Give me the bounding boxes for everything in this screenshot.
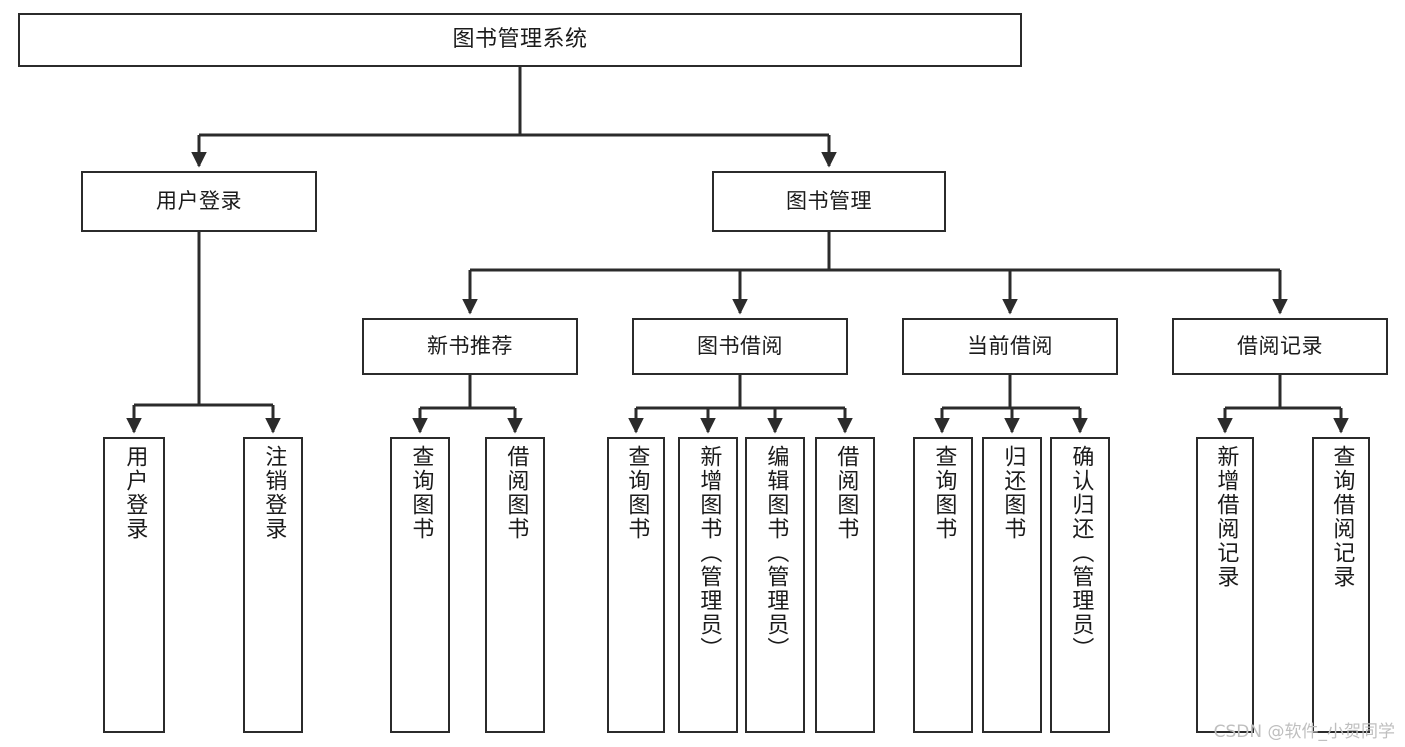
- node-leaf-borrow-book-2-label: 借阅图书: [833, 445, 859, 541]
- node-book-borrow-label: 图书借阅: [697, 334, 783, 359]
- node-leaf-user-login[interactable]: 用户登录: [103, 437, 165, 733]
- node-leaf-query-book-3[interactable]: 查询图书: [913, 437, 973, 733]
- node-leaf-query-book-3-label: 查询图书: [931, 445, 957, 541]
- node-leaf-confirm-return-label: 确认归还（管理员）: [1068, 445, 1094, 661]
- node-root-system-label: 图书管理系统: [452, 27, 588, 53]
- node-leaf-add-record[interactable]: 新增借阅记录: [1196, 437, 1254, 733]
- node-root-system[interactable]: 图书管理系统: [18, 13, 1022, 67]
- node-book-manage[interactable]: 图书管理: [712, 171, 946, 232]
- node-leaf-add-book[interactable]: 新增图书（管理员）: [678, 437, 738, 733]
- node-leaf-borrow-book-2[interactable]: 借阅图书: [815, 437, 875, 733]
- node-current-borrow[interactable]: 当前借阅: [902, 318, 1118, 375]
- node-leaf-confirm-return[interactable]: 确认归还（管理员）: [1050, 437, 1110, 733]
- node-leaf-query-book-1-label: 查询图书: [408, 445, 434, 541]
- node-leaf-edit-book[interactable]: 编辑图书（管理员）: [745, 437, 805, 733]
- node-leaf-edit-book-label: 编辑图书（管理员）: [763, 445, 789, 661]
- node-leaf-add-record-label: 新增借阅记录: [1213, 445, 1239, 589]
- node-new-book-rec[interactable]: 新书推荐: [362, 318, 578, 375]
- node-leaf-borrow-book-1[interactable]: 借阅图书: [485, 437, 545, 733]
- node-leaf-logout[interactable]: 注销登录: [243, 437, 303, 733]
- node-book-manage-label: 图书管理: [786, 189, 872, 214]
- node-book-borrow[interactable]: 图书借阅: [632, 318, 848, 375]
- node-new-book-rec-label: 新书推荐: [427, 334, 513, 359]
- node-leaf-logout-label: 注销登录: [261, 445, 287, 541]
- node-leaf-query-book-1[interactable]: 查询图书: [390, 437, 450, 733]
- node-current-borrow-label: 当前借阅: [967, 334, 1053, 359]
- node-user-login[interactable]: 用户登录: [81, 171, 317, 232]
- node-leaf-query-record[interactable]: 查询借阅记录: [1312, 437, 1370, 733]
- node-borrow-record[interactable]: 借阅记录: [1172, 318, 1388, 375]
- node-leaf-return-book[interactable]: 归还图书: [982, 437, 1042, 733]
- node-leaf-return-book-label: 归还图书: [1000, 445, 1026, 541]
- node-leaf-borrow-book-1-label: 借阅图书: [503, 445, 529, 541]
- node-borrow-record-label: 借阅记录: [1237, 334, 1323, 359]
- node-leaf-add-book-label: 新增图书（管理员）: [696, 445, 722, 661]
- node-leaf-user-login-label: 用户登录: [122, 445, 148, 541]
- node-user-login-label: 用户登录: [156, 189, 242, 214]
- node-leaf-query-book-2-label: 查询图书: [624, 445, 650, 541]
- node-leaf-query-record-label: 查询借阅记录: [1329, 445, 1355, 589]
- node-leaf-query-book-2[interactable]: 查询图书: [607, 437, 665, 733]
